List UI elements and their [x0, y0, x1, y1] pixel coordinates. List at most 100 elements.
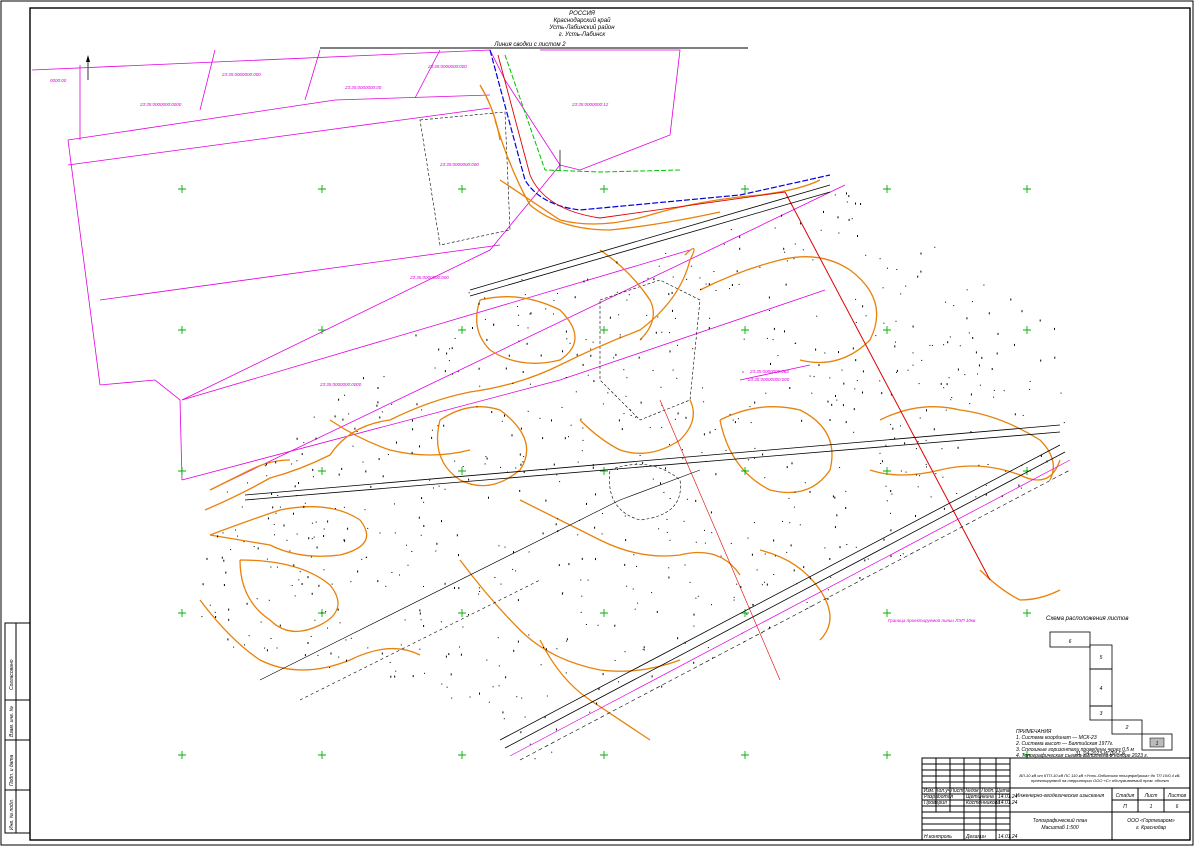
survey-point	[970, 393, 972, 396]
survey-point	[801, 419, 803, 422]
survey-point	[682, 449, 683, 451]
survey-point	[987, 464, 989, 465]
survey-point	[545, 648, 547, 651]
survey-point	[377, 387, 379, 389]
survey-point	[919, 417, 921, 419]
survey-point	[658, 265, 660, 267]
survey-point	[853, 431, 855, 433]
sheet-number: 1	[1150, 804, 1153, 810]
survey-point	[663, 491, 665, 493]
survey-point	[524, 294, 526, 296]
survey-point	[883, 322, 885, 324]
survey-point	[860, 203, 862, 205]
survey-point	[618, 419, 620, 422]
grid-cross-icon	[178, 326, 186, 334]
survey-point	[686, 278, 688, 280]
survey-point	[747, 537, 749, 539]
survey-point	[530, 312, 532, 315]
survey-point	[515, 467, 517, 469]
survey-point	[411, 451, 413, 454]
survey-point	[511, 434, 513, 437]
survey-point	[341, 467, 343, 470]
survey-point	[800, 222, 802, 225]
stamp-label: Взам. инв. №	[9, 705, 15, 737]
survey-point	[616, 291, 618, 293]
survey-point	[350, 637, 352, 639]
survey-point	[367, 527, 369, 529]
survey-point	[1014, 343, 1015, 346]
survey-point	[553, 463, 555, 466]
survey-point	[530, 383, 531, 385]
survey-point	[791, 462, 793, 465]
survey-point	[314, 619, 316, 621]
survey-point	[498, 545, 500, 547]
survey-point	[750, 422, 752, 424]
survey-point	[479, 591, 481, 592]
grid-cross-icon	[458, 467, 466, 475]
survey-point	[829, 377, 831, 379]
survey-point	[875, 335, 877, 337]
survey-point	[486, 457, 488, 460]
survey-point	[781, 214, 783, 217]
survey-point	[500, 583, 502, 585]
survey-point	[441, 683, 443, 685]
survey-point	[1029, 380, 1031, 382]
stamp-label: Инв. № подл.	[9, 799, 15, 830]
survey-point	[601, 513, 603, 514]
grid-cross-icon	[178, 467, 186, 475]
survey-point	[740, 586, 742, 588]
survey-point	[339, 622, 341, 624]
survey-point	[723, 243, 725, 245]
survey-point	[513, 649, 515, 652]
survey-point	[598, 688, 600, 691]
survey-point	[411, 551, 413, 552]
survey-point	[879, 258, 881, 260]
survey-point	[354, 427, 356, 430]
survey-point	[438, 348, 440, 351]
survey-point	[865, 254, 867, 256]
survey-point	[225, 571, 227, 574]
survey-point	[917, 441, 919, 443]
survey-point	[597, 624, 599, 626]
survey-point	[793, 258, 795, 260]
survey-point	[217, 535, 219, 538]
survey-point	[747, 459, 749, 461]
survey-point	[739, 247, 741, 250]
role-norm-control: Н.контроль	[924, 834, 952, 840]
survey-point	[327, 627, 328, 629]
survey-point	[223, 584, 225, 586]
survey-point	[562, 350, 563, 353]
survey-point	[768, 310, 770, 311]
survey-point	[774, 227, 776, 229]
survey-point	[839, 467, 841, 468]
survey-point	[904, 442, 906, 445]
survey-point	[357, 570, 359, 573]
parcel-label: 23:35:0000000:12	[571, 102, 609, 107]
survey-point	[836, 399, 838, 401]
survey-point	[988, 312, 990, 315]
survey-point	[433, 487, 434, 489]
survey-point	[385, 585, 387, 587]
survey-point	[266, 649, 268, 652]
survey-point	[462, 466, 464, 467]
survey-point	[945, 409, 947, 411]
survey-point	[1054, 356, 1056, 359]
survey-point	[623, 369, 625, 371]
survey-point	[731, 284, 733, 286]
parcel-label: 0000:00	[50, 78, 67, 83]
project-title: ВЛ-10 кВ от КТП-10 кВ ПС 110 кВ «Усть-Ла…	[1019, 773, 1181, 783]
survey-point	[890, 555, 892, 558]
grid-cross-icon	[178, 609, 186, 617]
grid-cross-icon	[458, 185, 466, 193]
grid-cross-icon	[600, 609, 608, 617]
note-line: 3. Сплошные горизонтали проведены через …	[1016, 747, 1134, 753]
survey-point	[267, 517, 269, 520]
survey-point	[902, 553, 904, 555]
survey-point	[595, 558, 596, 561]
survey-point	[624, 515, 626, 517]
survey-point	[582, 439, 584, 441]
survey-point	[972, 337, 974, 339]
survey-point	[896, 369, 898, 372]
